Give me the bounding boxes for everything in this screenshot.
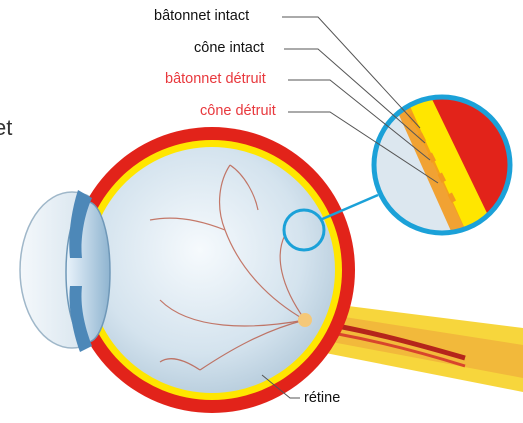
label-cone-intact: cône intact xyxy=(194,41,264,56)
label-retina: rétine xyxy=(304,391,340,406)
cropped-edge-text: et xyxy=(0,117,12,139)
optic-disc xyxy=(298,313,312,327)
label-rod-intact: bâtonnet intact xyxy=(154,9,249,24)
label-cone-destroyed: cône détruit xyxy=(200,104,276,119)
label-rod-destroyed: bâtonnet détruit xyxy=(165,72,266,87)
vitreous-body xyxy=(89,147,335,393)
